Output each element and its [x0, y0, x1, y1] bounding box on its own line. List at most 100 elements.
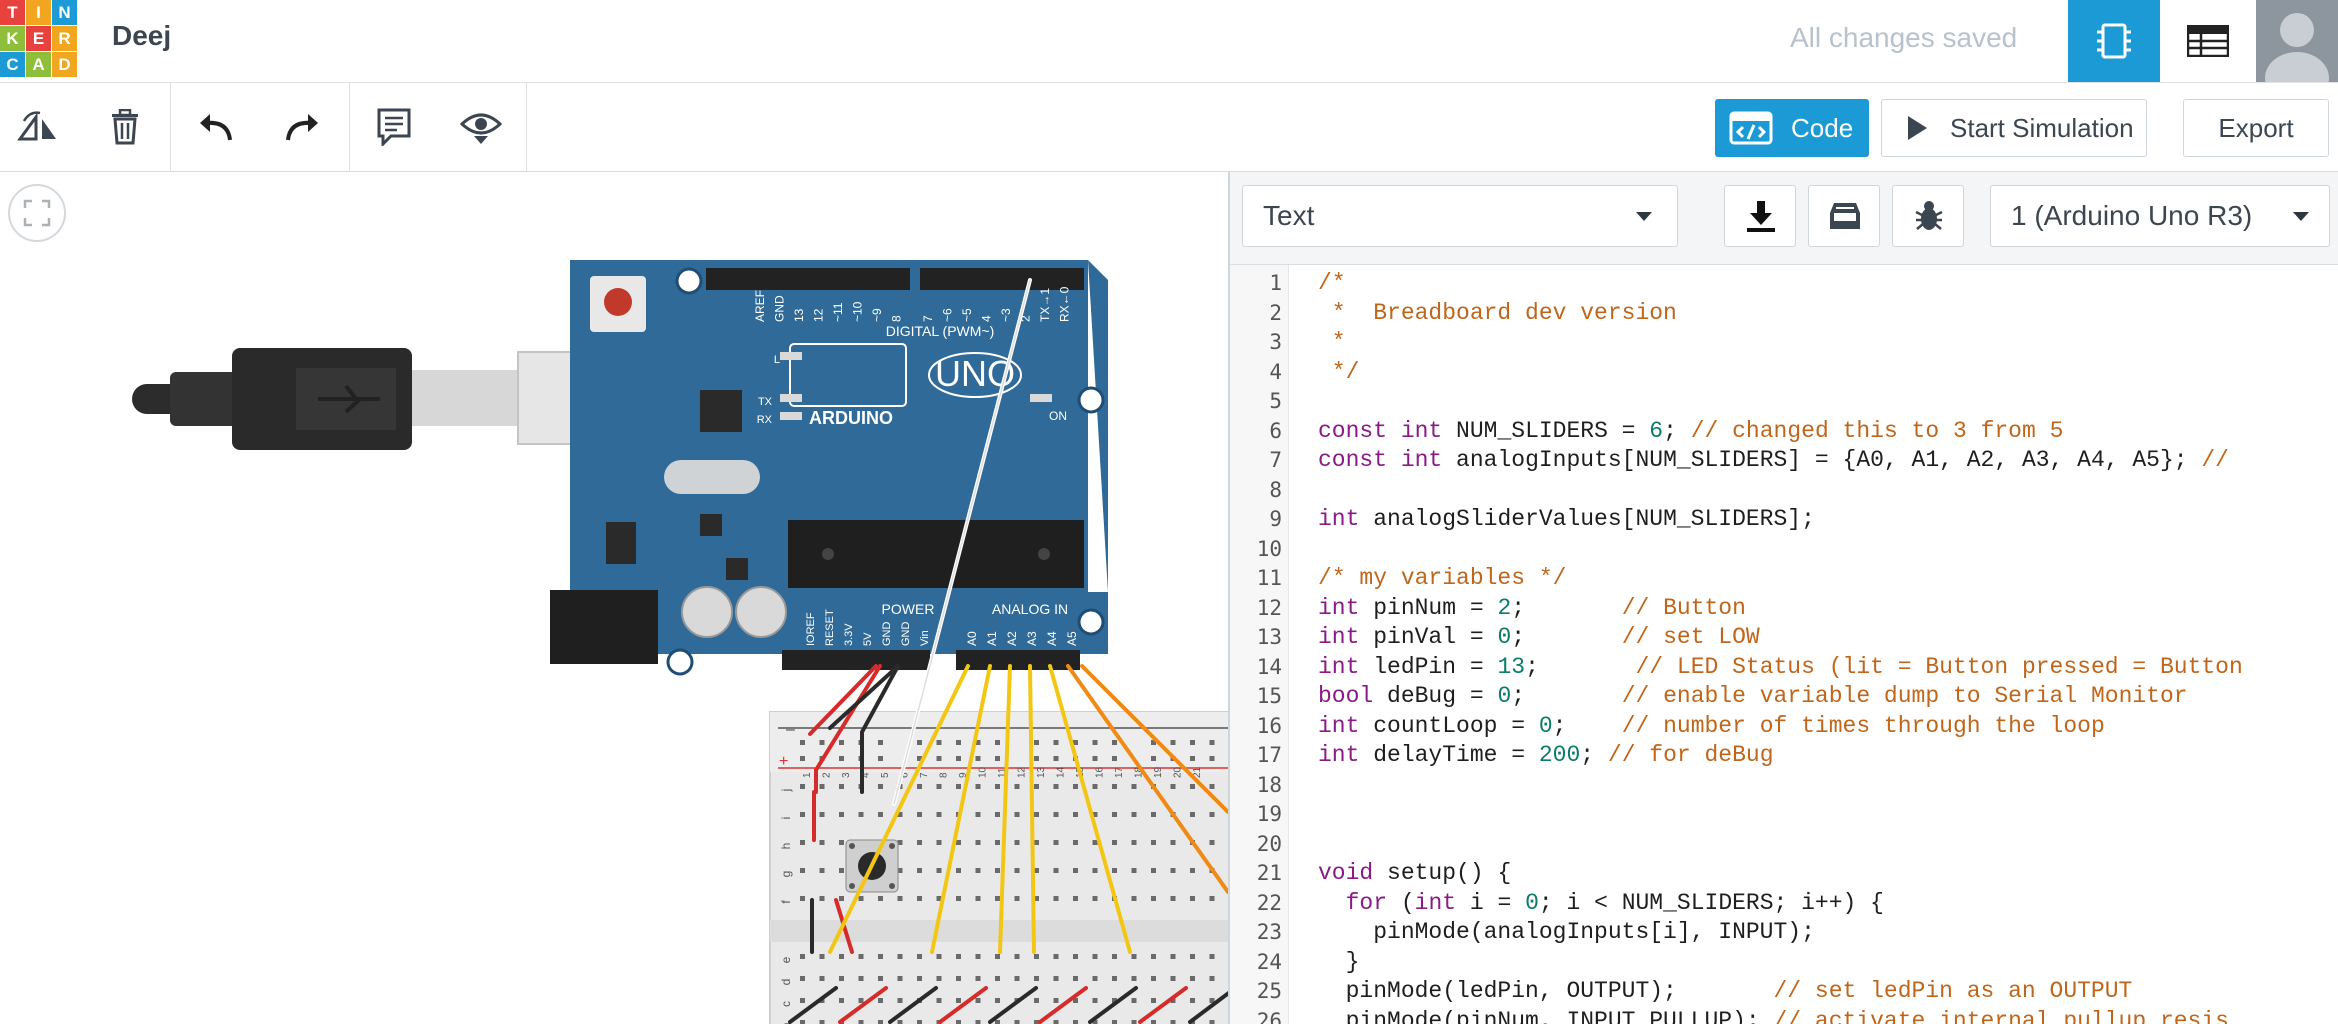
line-number: 16 [1256, 713, 1282, 738]
pin-label: 13 [792, 308, 806, 322]
line-number: 11 [1256, 566, 1282, 590]
code-token: ; [1525, 653, 1636, 680]
column-number: 14 [1056, 766, 1067, 778]
code-line: pinMode(analogInputs[i], INPUT); [1318, 918, 1815, 948]
row-letter: i [779, 817, 793, 820]
digital-pwm-label: DIGITAL (PWM~) [886, 323, 995, 339]
code-token: 13 [1497, 653, 1526, 680]
code-mode-dropdown[interactable]: Text [1242, 185, 1678, 247]
wires[interactable] [808, 278, 1228, 954]
component-list-button[interactable] [2160, 0, 2256, 82]
line-number: 24 [1256, 949, 1282, 974]
chevron-down-icon [2293, 212, 2309, 221]
libraries-button[interactable] [1808, 185, 1880, 247]
row-letter: b [779, 1022, 793, 1024]
line-number: 6 [1269, 418, 1282, 443]
column-number: 8 [939, 772, 950, 778]
row-letter: d [779, 979, 793, 986]
line-number: 2 [1269, 300, 1282, 325]
line-number: 23 [1256, 920, 1282, 944]
pin-label: A0 [965, 631, 979, 646]
code-token: ; [1663, 417, 1691, 444]
bug-icon [1915, 201, 1943, 230]
code-token: * [1318, 329, 1346, 355]
code-line: pinMode(ledPin, OUTPUT); // set ledPin a… [1318, 977, 2133, 1007]
code-token: int [1400, 417, 1443, 444]
user-avatar-icon [2256, 0, 2338, 82]
editor-toolbar: Code Start Simulation Export [0, 83, 2338, 172]
arduino-uno-board[interactable]: ARDUINO UNO ON [550, 260, 1108, 676]
code-line: int analogSliderValues[NUM_SLIDERS]; [1318, 505, 1815, 535]
download-code-button[interactable] [1724, 185, 1796, 247]
analog-in-label: ANALOG IN [992, 601, 1068, 617]
line-number: 1 [1269, 271, 1282, 295]
code-token: pinMode(analogInputs[i], INPUT); [1318, 919, 1815, 945]
code-line: */ [1318, 358, 1360, 388]
redo-button[interactable] [278, 103, 326, 151]
pin-label: TX→1 [1038, 288, 1052, 322]
row-letter: e [779, 956, 793, 963]
save-status: All changes saved [1790, 22, 2018, 53]
line-number: 4 [1269, 359, 1282, 384]
project-name[interactable]: Deej [112, 20, 172, 51]
code-mode-value: Text [1263, 200, 1315, 231]
code-token: 0 [1525, 889, 1539, 916]
code-token: int [1318, 653, 1360, 680]
code-token: bool [1318, 683, 1374, 709]
code-token: int [1318, 742, 1360, 768]
code-token: int [1318, 712, 1360, 739]
pin-label: 4 [980, 315, 994, 322]
line-number: 8 [1269, 477, 1282, 502]
code-token: // set LOW [1621, 624, 1760, 650]
breadboard[interactable]: – + jihgfedcb 12345678910111213141516171… [769, 711, 1228, 1024]
line-number: 3 [1269, 330, 1282, 354]
column-number: 3 [841, 772, 852, 778]
board-dropdown[interactable]: 1 (Arduino Uno R3) [1990, 185, 2330, 247]
circuit-canvas[interactable]: ARDUINO UNO ON [0, 172, 1228, 1024]
undo-button[interactable] [192, 103, 240, 151]
rotate-button[interactable] [14, 103, 62, 151]
logo-letter: I [26, 0, 51, 25]
circuit-view-button[interactable] [2068, 0, 2160, 82]
trash-icon [112, 109, 138, 145]
pin-label: 7 [921, 315, 935, 322]
code-line: } [1318, 948, 1360, 978]
debugger-button[interactable] [1892, 185, 1964, 247]
code-token: int [1318, 506, 1360, 532]
breadboard-row-letters: jihgfedcb [779, 789, 793, 1024]
zoom-to-fit-button[interactable] [8, 184, 66, 242]
line-number: 25 [1256, 979, 1282, 1003]
notes-button[interactable] [370, 103, 418, 151]
line-number: 20 [1256, 831, 1282, 856]
column-number: 6 [900, 772, 911, 778]
pin-label: 8 [890, 315, 904, 322]
toggle-notes-visibility-button[interactable] [457, 103, 505, 151]
start-simulation-button[interactable]: Start Simulation [1881, 99, 2147, 157]
code-token: int [1318, 594, 1360, 621]
code-token: void [1318, 860, 1374, 886]
pin-label: ~5 [960, 308, 974, 322]
download-icon [1747, 201, 1775, 232]
code-token: pinMode(pinNum, INPUT_PULLUP); [1318, 1007, 1774, 1024]
rotate-icon [17, 111, 56, 141]
code-line: /* my variables */ [1318, 564, 1566, 594]
column-number: 21 [1192, 766, 1203, 778]
breadboard-jumpers [788, 986, 1228, 1024]
logo-letter: T [0, 0, 25, 25]
code-button[interactable]: Code [1715, 99, 1869, 157]
user-avatar[interactable] [2256, 0, 2338, 82]
export-button[interactable]: Export [2183, 99, 2329, 157]
breadboard-icon [2097, 23, 2131, 59]
code-token: ; [1511, 594, 1622, 621]
code-editor-panel: Text 1 (Arduino Uno R3) [1228, 172, 2338, 1024]
column-number: 10 [978, 766, 989, 778]
column-number: 11 [997, 767, 1008, 778]
code-line: * [1318, 328, 1346, 358]
delete-button[interactable] [101, 103, 149, 151]
code-token: // [2201, 447, 2229, 473]
pin-label: GND [773, 295, 787, 322]
